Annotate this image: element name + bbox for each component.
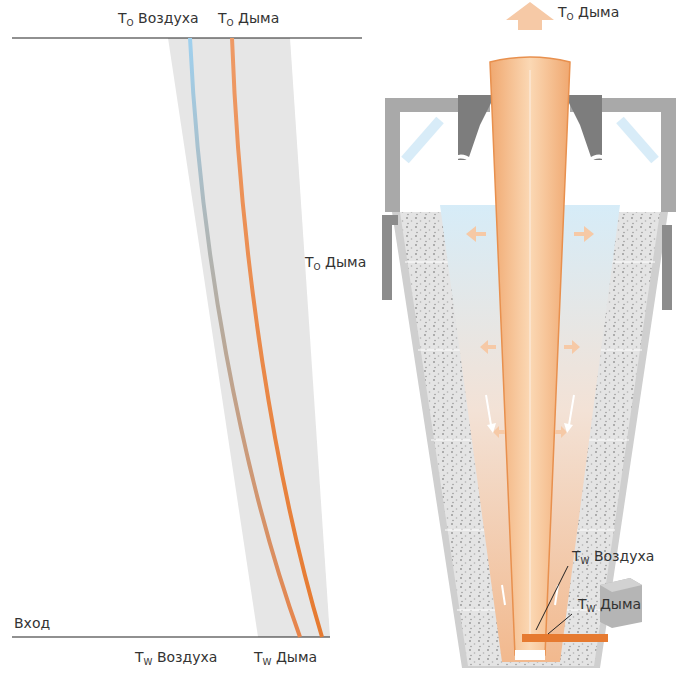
axis-label: TW Воздуха xyxy=(135,649,217,668)
callout-label: TO Дыма xyxy=(305,254,366,273)
axis-label: TO Дыма xyxy=(218,10,279,29)
callout-label: TW Дыма xyxy=(578,596,641,615)
callout-label: TW Воздуха xyxy=(572,548,654,567)
callout-label: TO Дыма xyxy=(558,4,619,23)
inlet-label: Вход xyxy=(14,615,50,632)
axis-label: TW Дыма xyxy=(254,649,317,668)
axis-label: TO Воздуха xyxy=(118,10,199,29)
